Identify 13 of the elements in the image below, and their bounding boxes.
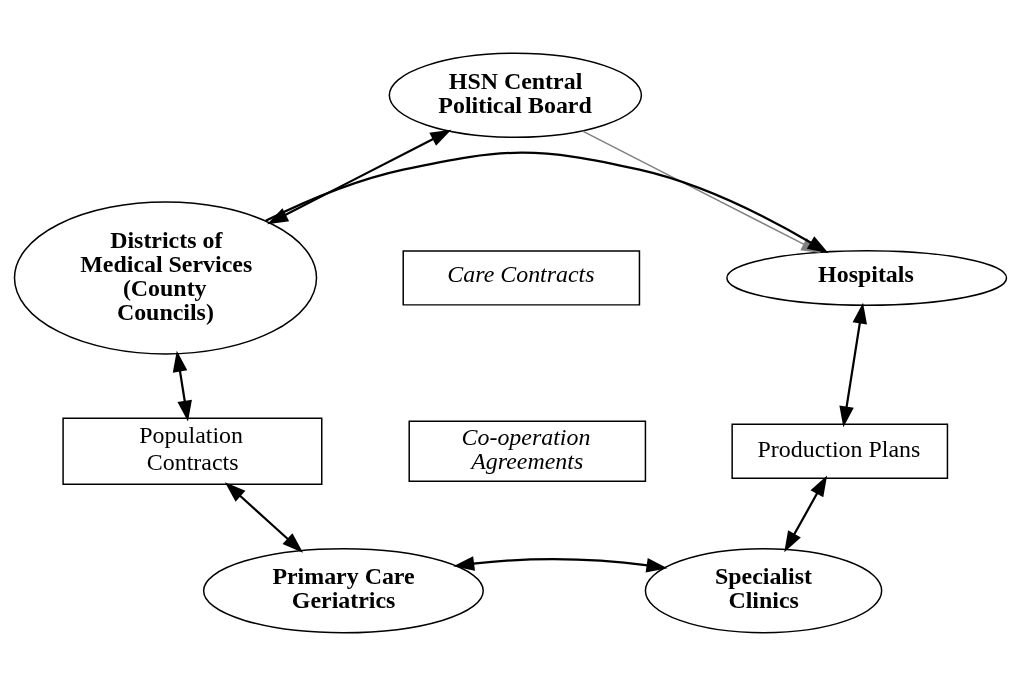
arrow bbox=[224, 481, 303, 553]
arrow bbox=[784, 474, 828, 552]
arrow bbox=[453, 555, 668, 572]
node-box: Care Contracts bbox=[402, 249, 641, 306]
node-ellipse: Primary Care Geriatrics bbox=[202, 547, 484, 633]
arrow bbox=[172, 350, 192, 422]
node-ellipse: Districts of Medical Services (County Councils) bbox=[13, 200, 318, 355]
node-box: Production Plans bbox=[731, 423, 949, 479]
arrow bbox=[839, 302, 867, 427]
node-box: Co-operation Agreements bbox=[408, 420, 647, 482]
node-box: Population Contracts bbox=[62, 417, 323, 485]
node-ellipse: Hospitals bbox=[726, 249, 1008, 306]
node-ellipse: HSN Central Political Board bbox=[388, 52, 643, 138]
